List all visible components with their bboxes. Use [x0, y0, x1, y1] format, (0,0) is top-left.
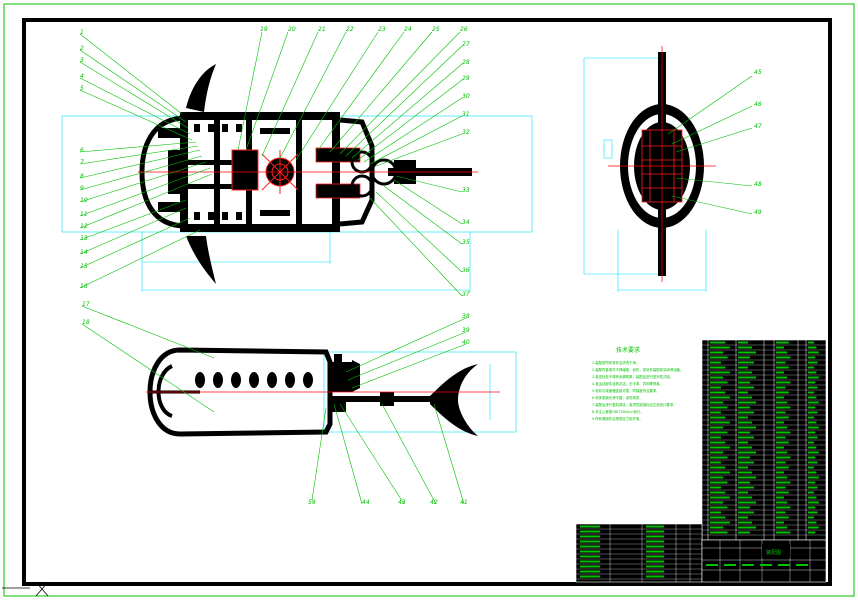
balloon-7: 7 — [80, 159, 84, 166]
balloon-19: 19 — [260, 26, 268, 33]
balloon-18: 18 — [82, 319, 90, 326]
end-view-dimensions — [583, 57, 707, 292]
balloon-14: 14 — [80, 249, 88, 256]
balloon-24: 24 — [404, 26, 412, 33]
note-line-6: 6.壳体表面光滑平整，涂防锈漆。 — [592, 395, 643, 400]
frame-ribs — [194, 124, 290, 220]
title-block: 装配图 — [762, 544, 790, 558]
side-view-tail-unit — [328, 354, 360, 412]
balloon-35: 35 — [462, 239, 470, 246]
note-line-7: 7.装配后进行整机调试，各项性能指标应达到设计要求。 — [592, 402, 677, 407]
balloon-3: 3 — [80, 57, 84, 64]
parts-list — [701, 339, 827, 541]
top-view-leaders — [79, 31, 463, 297]
balloon-17: 17 — [82, 301, 90, 308]
balloon-34: 34 — [462, 219, 470, 226]
balloon-31: 31 — [462, 111, 470, 118]
outer-frame — [3, 3, 855, 597]
balloon-27: 27 — [462, 41, 470, 48]
technical-notes: 技术要求 1.装配前所有零件应清洗干净。 2.装配时各零件不得磕碰、划伤，密封件… — [592, 346, 683, 421]
balloon-59: 59 — [308, 499, 316, 506]
top-fin — [186, 64, 216, 112]
balloon-21: 21 — [318, 26, 326, 33]
side-view: 17 18 38 39 40 59 44 43 42 41 — [81, 301, 517, 506]
top-view-balloons-left: 1 2 3 4 5 6 7 8 9 10 11 12 13 14 15 16 — [80, 29, 88, 290]
balloon-8: 8 — [80, 173, 84, 180]
balloon-32: 32 — [462, 129, 470, 136]
top-view-balloons-top: 19 20 21 22 23 24 25 26 — [260, 26, 468, 33]
drawing-title: 装配图 — [766, 549, 781, 556]
balloon-9: 9 — [80, 185, 84, 192]
balloon-2: 2 — [80, 45, 84, 52]
note-line-3: 3.各密封处不得有渗漏现象，装配后进行密封性试验。 — [592, 374, 673, 379]
balloon-46: 46 — [754, 101, 762, 108]
side-view-hull — [147, 347, 333, 437]
balloon-29: 29 — [462, 75, 470, 82]
side-view-tail-fin — [430, 364, 478, 436]
balloon-30: 30 — [462, 93, 470, 100]
side-view-ballast-cells — [195, 372, 313, 388]
side-view-leaders — [81, 305, 467, 505]
note-line-4: 4.各运动部件运转灵活，无卡滞、异响等现象。 — [592, 381, 663, 386]
balloon-39: 39 — [462, 327, 470, 334]
balloon-40: 40 — [462, 339, 470, 346]
balloon-25: 25 — [432, 26, 440, 33]
balloon-20: 20 — [288, 26, 296, 33]
balloon-42: 42 — [430, 499, 438, 506]
balloon-15: 15 — [80, 263, 88, 270]
balloon-28: 28 — [462, 59, 470, 66]
note-line-8: 8.未注公差按GB/T1804-m执行。 — [592, 409, 644, 414]
balloon-26: 26 — [460, 26, 468, 33]
side-view-shaft-coupling — [380, 392, 394, 406]
rear-actuators — [315, 147, 398, 199]
end-view-leaders — [667, 75, 753, 215]
balloon-45: 45 — [754, 69, 762, 76]
balloon-12: 12 — [80, 223, 88, 230]
balloon-13: 13 — [80, 235, 88, 242]
balloon-36: 36 — [462, 267, 470, 274]
top-view: 1 2 3 4 5 6 7 8 9 10 11 12 13 14 15 16 1… — [61, 26, 533, 298]
balloon-38: 38 — [462, 313, 470, 320]
balloon-49: 49 — [754, 209, 762, 216]
note-line-2: 2.装配时各零件不得磕碰、划伤，密封件装配前涂润滑油脂。 — [592, 367, 683, 372]
corner-cross-mark — [2, 581, 49, 597]
bottom-fin — [186, 236, 216, 284]
balloon-6: 6 — [80, 147, 84, 154]
balloon-5: 5 — [80, 85, 84, 92]
balloon-37: 37 — [462, 291, 470, 298]
end-view: 45 46 47 48 49 — [583, 46, 762, 292]
balloon-47: 47 — [754, 123, 762, 130]
balloon-22: 22 — [346, 26, 354, 33]
balloon-41: 41 — [460, 499, 468, 506]
technical-notes-title: 技术要求 — [616, 346, 640, 354]
balloon-33: 33 — [462, 187, 470, 194]
balloon-16: 16 — [80, 283, 88, 290]
balloon-1: 1 — [80, 29, 84, 36]
balloon-44: 44 — [362, 499, 370, 506]
balloon-48: 48 — [754, 181, 762, 188]
inner-frame — [22, 18, 832, 586]
note-line-5: 5.电机与减速器连接可靠，同轴度符合要求。 — [592, 388, 660, 393]
title-block-title-cell — [762, 544, 790, 558]
top-view-balloons-right: 27 28 29 30 31 32 33 34 35 36 37 — [462, 41, 470, 298]
note-line-9: 9.所有紧固件应按规定力矩拧紧。 — [592, 416, 643, 421]
note-line-1: 1.装配前所有零件应清洗干净。 — [592, 360, 639, 365]
balloon-4: 4 — [80, 73, 84, 80]
balloon-43: 43 — [398, 499, 406, 506]
balloon-10: 10 — [80, 197, 88, 204]
balloon-11: 11 — [80, 211, 88, 218]
balloon-23: 23 — [378, 26, 386, 33]
